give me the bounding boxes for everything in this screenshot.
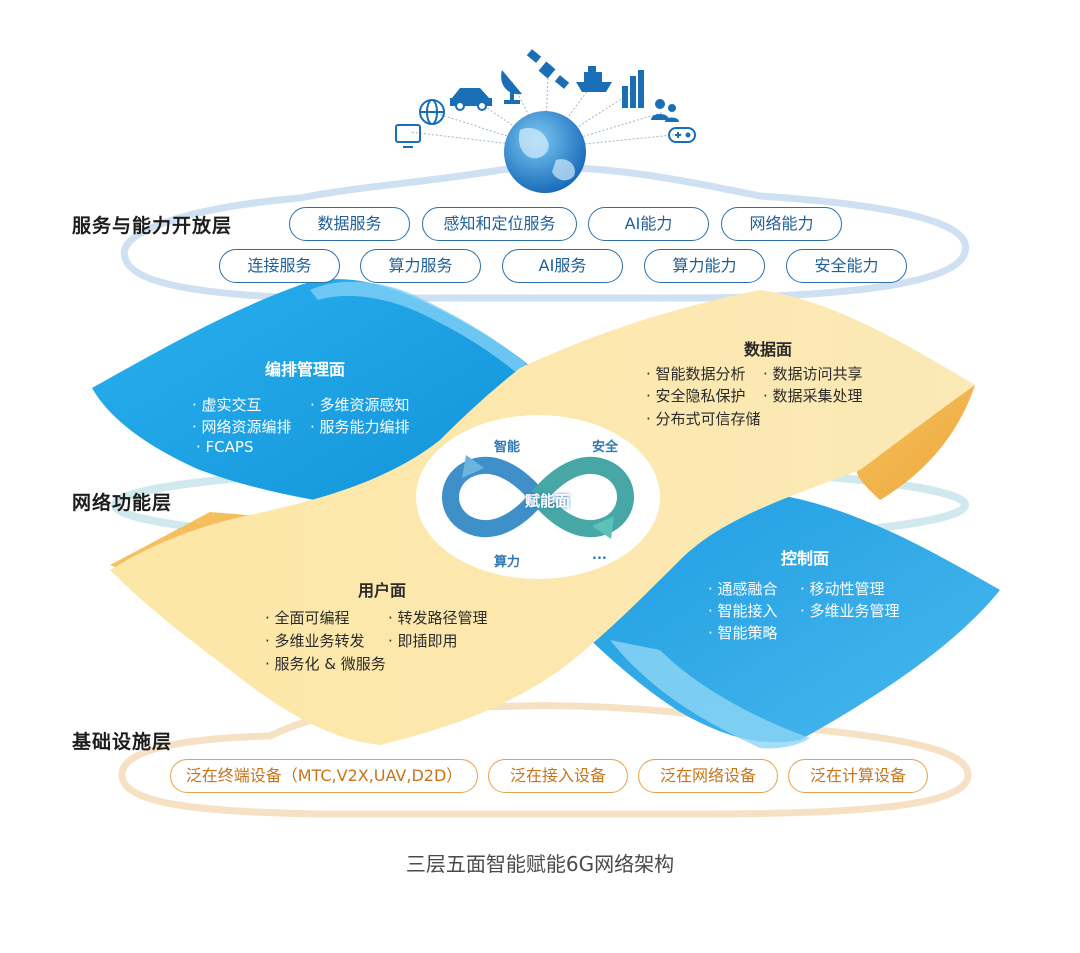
figure-caption: 三层五面智能赋能6G网络架构 xyxy=(405,852,675,876)
control-plane-item: 智能接入 xyxy=(708,600,778,621)
orchestration-item: 多维资源感知 xyxy=(310,394,410,415)
control-plane-item: 多维业务管理 xyxy=(800,600,900,621)
globe-icon xyxy=(419,99,445,125)
data-plane-item: 数据访问共享 xyxy=(763,363,863,384)
buildings-icon xyxy=(622,70,644,108)
pill-compute-capability: 算力能力 xyxy=(644,249,765,283)
pill-security-capability: 安全能力 xyxy=(786,249,907,283)
user-plane-item: 全面可编程 xyxy=(265,607,350,628)
pill-ubiquitous-compute-devices: 泛在计算设备 xyxy=(788,759,928,793)
user-plane-item: 多维业务转发 xyxy=(265,630,365,651)
user-plane-item: 即插即用 xyxy=(388,630,458,651)
tv-icon xyxy=(395,124,421,148)
data-plane-item: 智能数据分析 xyxy=(646,363,746,384)
pill-sensing-positioning-service: 感知和定位服务 xyxy=(422,207,577,241)
data-plane-item: 分布式可信存储 xyxy=(646,408,761,429)
data-plane-item: 安全隐私保护 xyxy=(646,385,746,406)
pill-network-capability: 网络能力 xyxy=(721,207,842,241)
control-plane-item: 通感融合 xyxy=(708,578,778,599)
data-plane-title: 数据面 xyxy=(744,340,793,359)
network-layer-label: 网络功能层 xyxy=(72,492,173,514)
infinity-loop-icon xyxy=(442,456,634,538)
orchestration-item: 虚实交互 xyxy=(192,394,262,415)
satellite-dish-icon xyxy=(501,70,522,104)
car-icon xyxy=(450,88,492,111)
control-plane-item: 智能策略 xyxy=(708,622,778,643)
user-plane-item: 服务化 & 微服务 xyxy=(265,653,386,674)
infra-layer-label: 基础设施层 xyxy=(72,731,173,753)
user-plane-item: 转发路径管理 xyxy=(388,607,488,628)
pill-compute-service: 算力服务 xyxy=(360,249,481,283)
data-plane-item: 数据采集处理 xyxy=(763,385,863,406)
service-layer-ring xyxy=(120,163,970,302)
control-plane-item: 移动性管理 xyxy=(800,578,885,599)
pill-ai-capability: AI能力 xyxy=(588,207,709,241)
pill-data-service: 数据服务 xyxy=(289,207,410,241)
satellite-icon xyxy=(526,49,570,89)
pill-ai-service: AI服务 xyxy=(502,249,623,283)
enablement-compute-label: 算力 xyxy=(494,555,521,570)
pill-ubiquitous-terminal-devices: 泛在终端设备（MTC,V2X,UAV,D2D） xyxy=(170,759,478,793)
orchestration-plane-title: 编排管理面 xyxy=(265,360,346,379)
enablement-smart-label: 智能 xyxy=(494,440,521,455)
user-plane-title: 用户面 xyxy=(358,581,407,600)
enablement-security-label: 安全 xyxy=(592,440,619,455)
control-plane-title: 控制面 xyxy=(781,549,830,568)
pill-connection-service: 连接服务 xyxy=(219,249,340,283)
service-layer-label: 服务与能力开放层 xyxy=(72,215,233,237)
ship-icon xyxy=(576,66,612,92)
pill-ubiquitous-access-devices: 泛在接入设备 xyxy=(488,759,628,793)
people-icon xyxy=(651,99,679,122)
enablement-center-label: 赋能面 xyxy=(525,492,571,510)
enablement-more-label: ... xyxy=(592,548,607,563)
orchestration-item: FCAPS xyxy=(196,438,254,456)
orchestration-item: 服务能力编排 xyxy=(310,416,410,437)
pill-ubiquitous-network-devices: 泛在网络设备 xyxy=(638,759,778,793)
gamepad-icon xyxy=(668,127,696,143)
orchestration-item: 网络资源编排 xyxy=(192,416,292,437)
